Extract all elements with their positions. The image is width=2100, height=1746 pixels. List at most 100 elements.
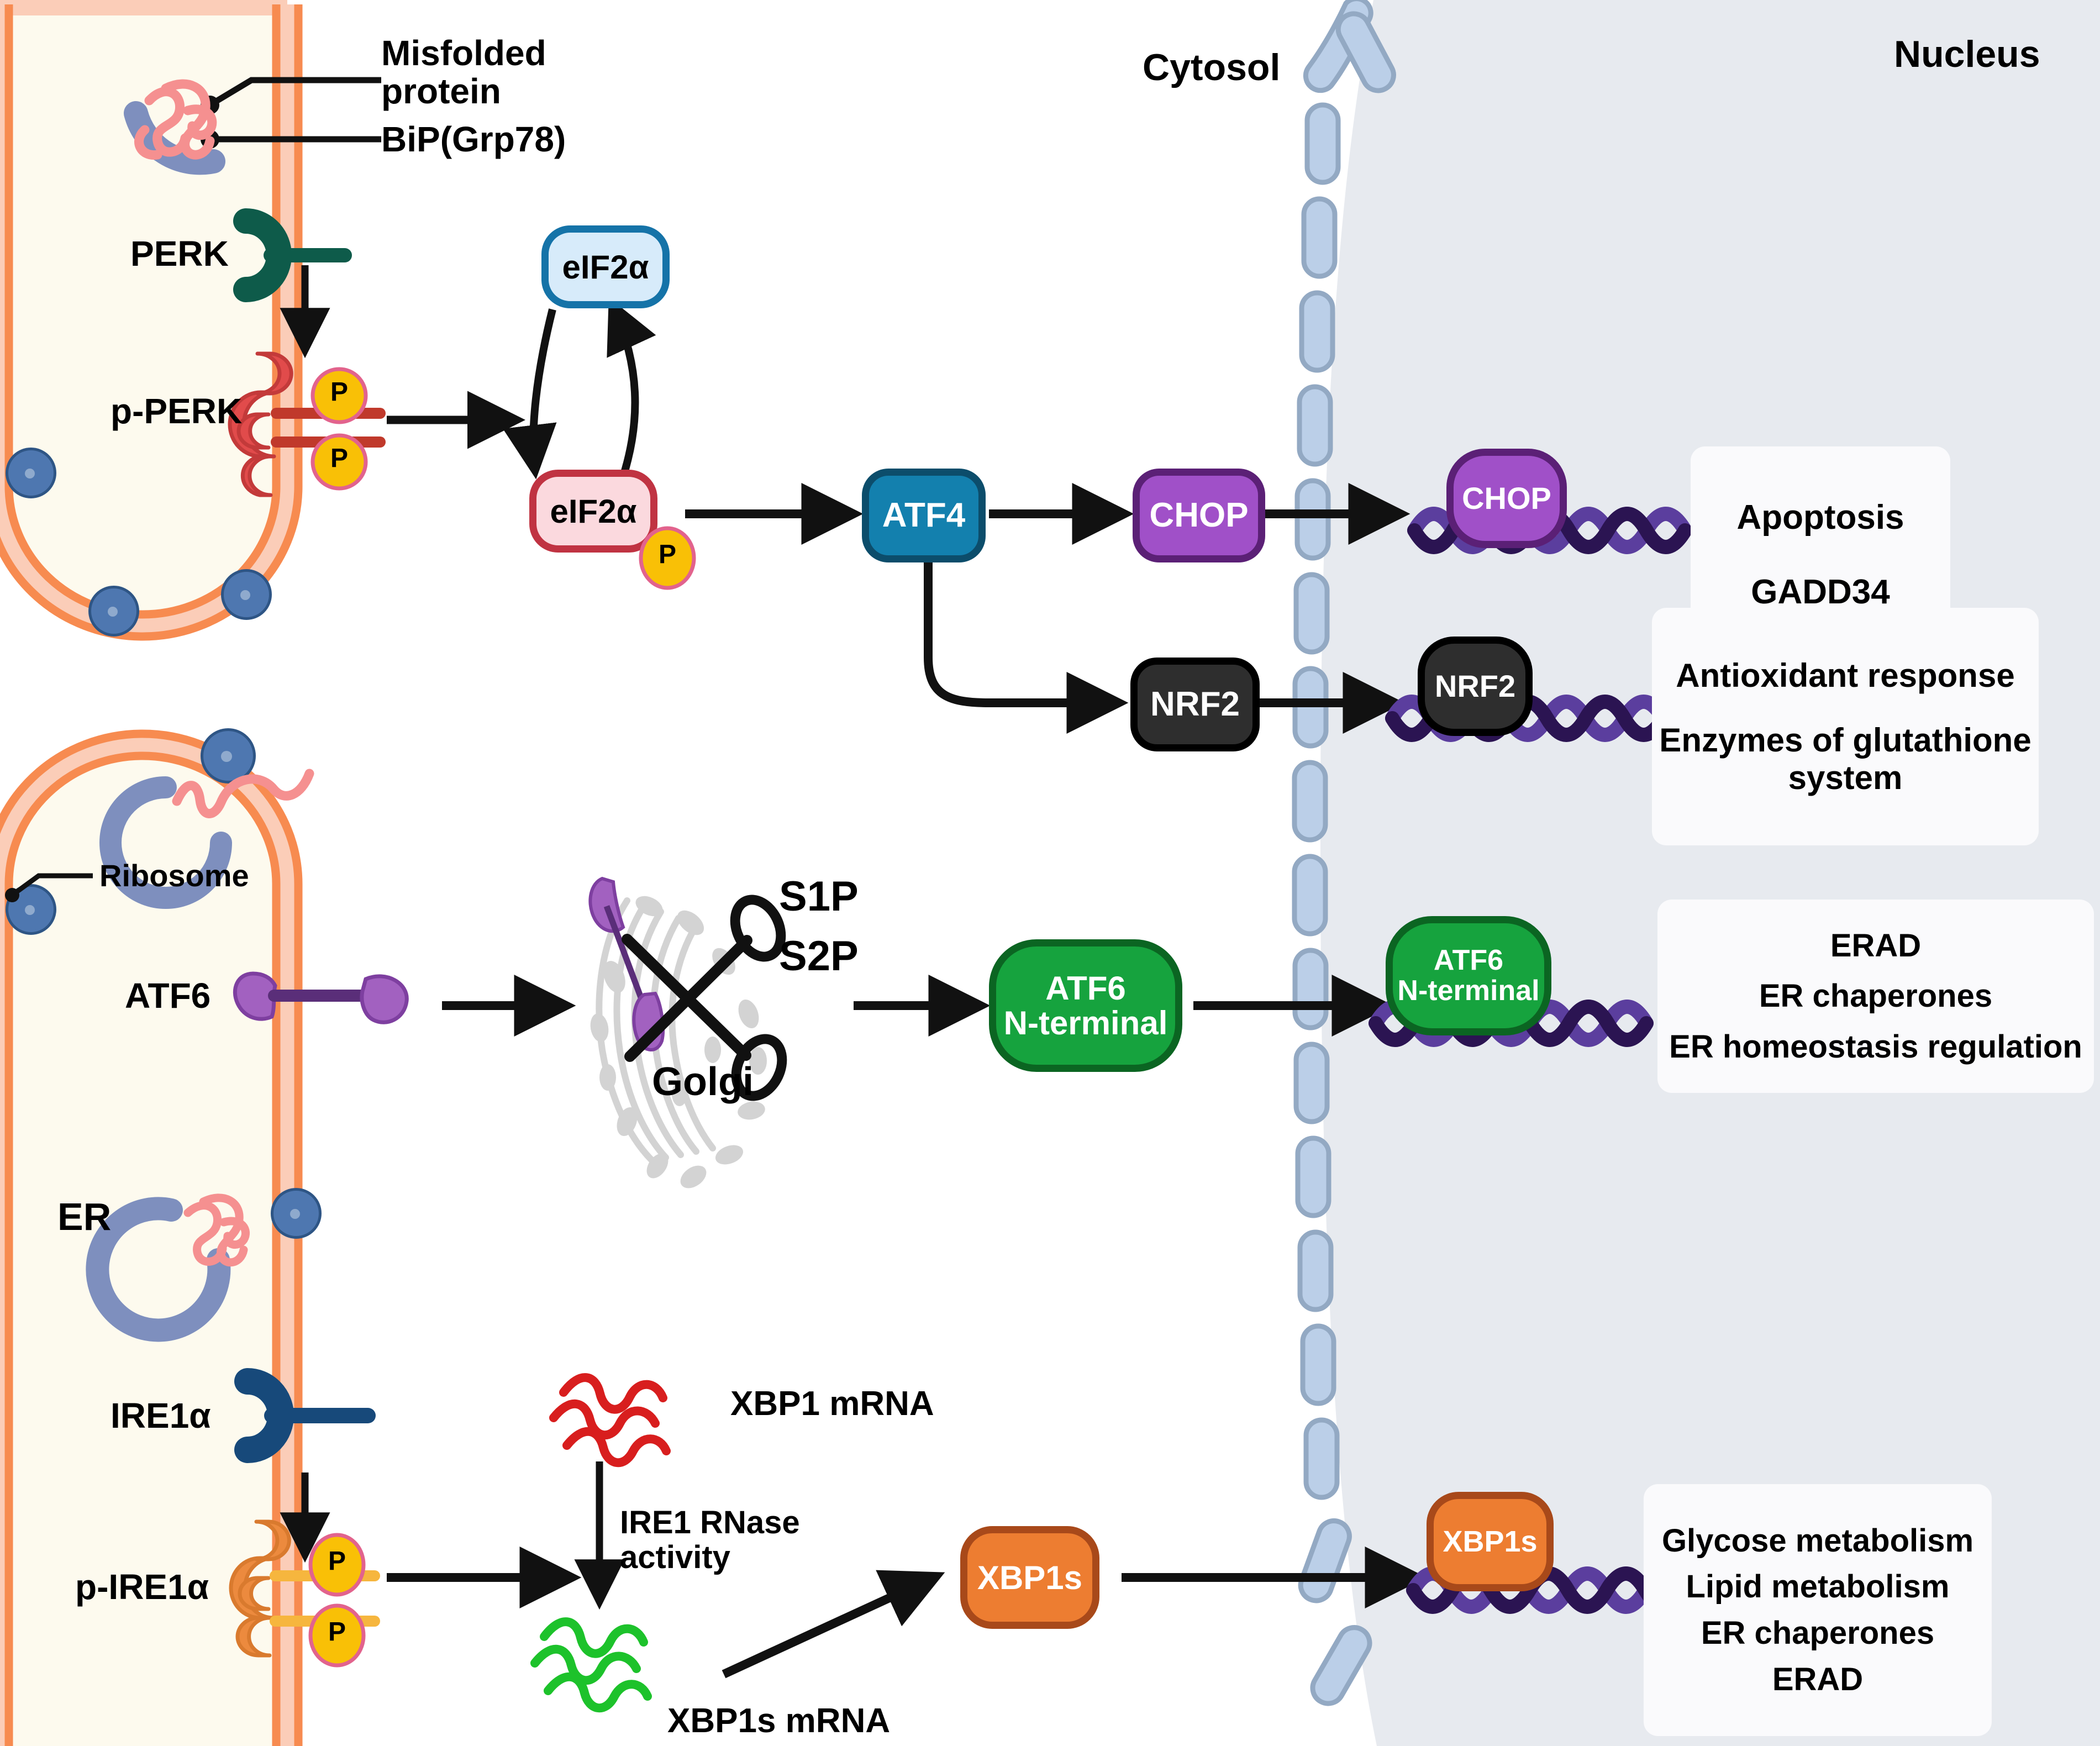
s2p-protease-label: S2P bbox=[779, 933, 859, 980]
xbp1-mrna-icon bbox=[549, 1373, 671, 1467]
outcome-line: Glycose metabolism bbox=[1661, 1522, 1974, 1559]
er-top-membrane-inner bbox=[0, 0, 298, 637]
node-atf6-n-terminal-nucleus[interactable]: ATF6 N-terminal bbox=[1386, 916, 1551, 1035]
arrow-eif2a-phos-to-dephos bbox=[607, 297, 656, 478]
arrow-xbp1s-mrna-to-protein bbox=[722, 1570, 945, 1679]
outcome-line: ERAD bbox=[1772, 1661, 1864, 1697]
node-label: NRF2 bbox=[1434, 668, 1516, 703]
node-atf4[interactable]: ATF4 bbox=[862, 469, 986, 562]
p-ire1a-label: p-IRE1α bbox=[75, 1567, 209, 1607]
bip-grp78-label: BiP(Grp78) bbox=[381, 119, 566, 159]
phosphate-label: P bbox=[328, 1547, 346, 1576]
ribosome-icon bbox=[88, 586, 139, 637]
ribosome-icon bbox=[221, 569, 272, 620]
node-nrf2-nucleus[interactable]: NRF2 bbox=[1418, 637, 1533, 736]
perk-label: PERK bbox=[130, 234, 229, 274]
atf6-luminal-domain-icon bbox=[233, 971, 277, 1021]
cytosol-label: Cytosol bbox=[1143, 46, 1281, 88]
er-bottom-membrane-outer-right bbox=[0, 729, 303, 1746]
node-label: CHOP bbox=[1149, 496, 1249, 535]
phosphate-icon bbox=[308, 1603, 366, 1668]
node-eif2a-phosphorylated[interactable]: eIF2α bbox=[529, 470, 657, 553]
xbp1s-targets-box: Glycose metabolism Lipid metabolism ER c… bbox=[1644, 1484, 1992, 1736]
p-perk-label: p-PERK bbox=[110, 391, 243, 431]
er-label: ER bbox=[57, 1195, 112, 1238]
arrow-eif2a-dephos-to-phos bbox=[503, 308, 557, 480]
ire1-rnase-activity-label: IRE1 RNase activity bbox=[620, 1505, 800, 1575]
phosphate-label: P bbox=[330, 377, 348, 407]
misfolded-protein-label: Misfolded protein bbox=[381, 33, 546, 112]
ribosome-icon bbox=[6, 884, 56, 935]
s1p-protease-label: S1P bbox=[779, 873, 859, 920]
xbp1-mrna-label: XBP1 mRNA bbox=[730, 1385, 934, 1423]
node-atf6-n-terminal-cytosol[interactable]: ATF6 N-terminal bbox=[989, 939, 1182, 1072]
bip-chaperone-icon bbox=[86, 1197, 231, 1342]
nrf2-targets-box: Antioxidant response Enzymes of glutathi… bbox=[1652, 608, 2039, 845]
p-ire1a-luminal-domain-icon bbox=[229, 1519, 291, 1658]
arrow-atf4-to-nrf2 bbox=[924, 562, 1129, 734]
outcome-line: ER homeostasis regulation bbox=[1669, 1028, 2082, 1065]
xbp1s-mrna-label: XBP1s mRNA bbox=[667, 1702, 891, 1740]
phosphate-label: P bbox=[330, 444, 348, 473]
phosphate-icon bbox=[308, 1533, 366, 1597]
phosphate-label: P bbox=[328, 1617, 346, 1647]
outcome-line: system bbox=[1788, 759, 1903, 796]
er-bottom-membrane-inner bbox=[0, 733, 298, 1746]
p-perk-luminal-domain-icon bbox=[228, 351, 293, 497]
er-top-membrane-outer-left bbox=[4, 4, 281, 619]
outcome-line: Enzymes of glutathione bbox=[1659, 722, 2031, 759]
node-label: NRF2 bbox=[1150, 685, 1240, 724]
nascent-polypeptide-icon bbox=[172, 769, 314, 818]
node-chop-cytosol[interactable]: CHOP bbox=[1133, 469, 1265, 562]
phosphate-icon bbox=[310, 433, 368, 491]
outcome-line: Antioxidant response bbox=[1676, 657, 2015, 695]
node-eif2a-unphosphorylated[interactable]: eIF2α bbox=[541, 225, 670, 308]
ribosome-label: Ribosome bbox=[99, 858, 249, 893]
node-label: ATF6 N-terminal bbox=[1003, 970, 1168, 1042]
er-top-membrane-outer-right bbox=[0, 4, 303, 641]
ribosome-icon bbox=[271, 1188, 322, 1239]
node-label: ATF4 bbox=[882, 496, 966, 535]
atf6-targets-box: ERAD ER chaperones ER homeostasis regula… bbox=[1657, 900, 2094, 1093]
er-bottom-membrane-outer-left bbox=[4, 751, 281, 1746]
golgi-cisternae-icon bbox=[596, 897, 716, 1164]
golgi-label: Golgi bbox=[652, 1060, 754, 1104]
misfolded-protein-icon bbox=[183, 1193, 250, 1267]
node-xbp1s-cytosol[interactable]: XBP1s bbox=[960, 1526, 1099, 1629]
node-label: XBP1s bbox=[1443, 1524, 1538, 1558]
atf6-cytosolic-domain-icon bbox=[360, 974, 409, 1024]
xbp1s-mrna-icon bbox=[530, 1617, 652, 1712]
node-label: eIF2α bbox=[562, 248, 649, 286]
node-xbp1s-nucleus[interactable]: XBP1s bbox=[1427, 1492, 1554, 1591]
nucleus-label: Nucleus bbox=[1894, 33, 2040, 75]
node-label: XBP1s bbox=[977, 1559, 1083, 1596]
nuclear-pore-group bbox=[1292, 11, 1396, 1706]
outcome-line: ERAD bbox=[1830, 927, 1922, 964]
phosphate-label: P bbox=[658, 540, 676, 569]
ire1a-label: IRE1α bbox=[110, 1396, 211, 1435]
node-chop-nucleus[interactable]: CHOP bbox=[1446, 449, 1567, 548]
outcome-line: GADD34 bbox=[1751, 573, 1890, 611]
atf6-label: ATF6 bbox=[125, 976, 211, 1016]
bip-chaperone-icon bbox=[99, 776, 232, 909]
nucleus-body bbox=[1320, 0, 2100, 1746]
node-label: eIF2α bbox=[550, 492, 637, 530]
misfolded-protein-icon bbox=[134, 79, 217, 160]
outcome-line: ER chaperones bbox=[1759, 978, 1993, 1014]
ribosome-icon bbox=[201, 728, 256, 783]
ribosome-icon bbox=[6, 448, 56, 498]
node-nrf2-cytosol[interactable]: NRF2 bbox=[1130, 658, 1260, 751]
